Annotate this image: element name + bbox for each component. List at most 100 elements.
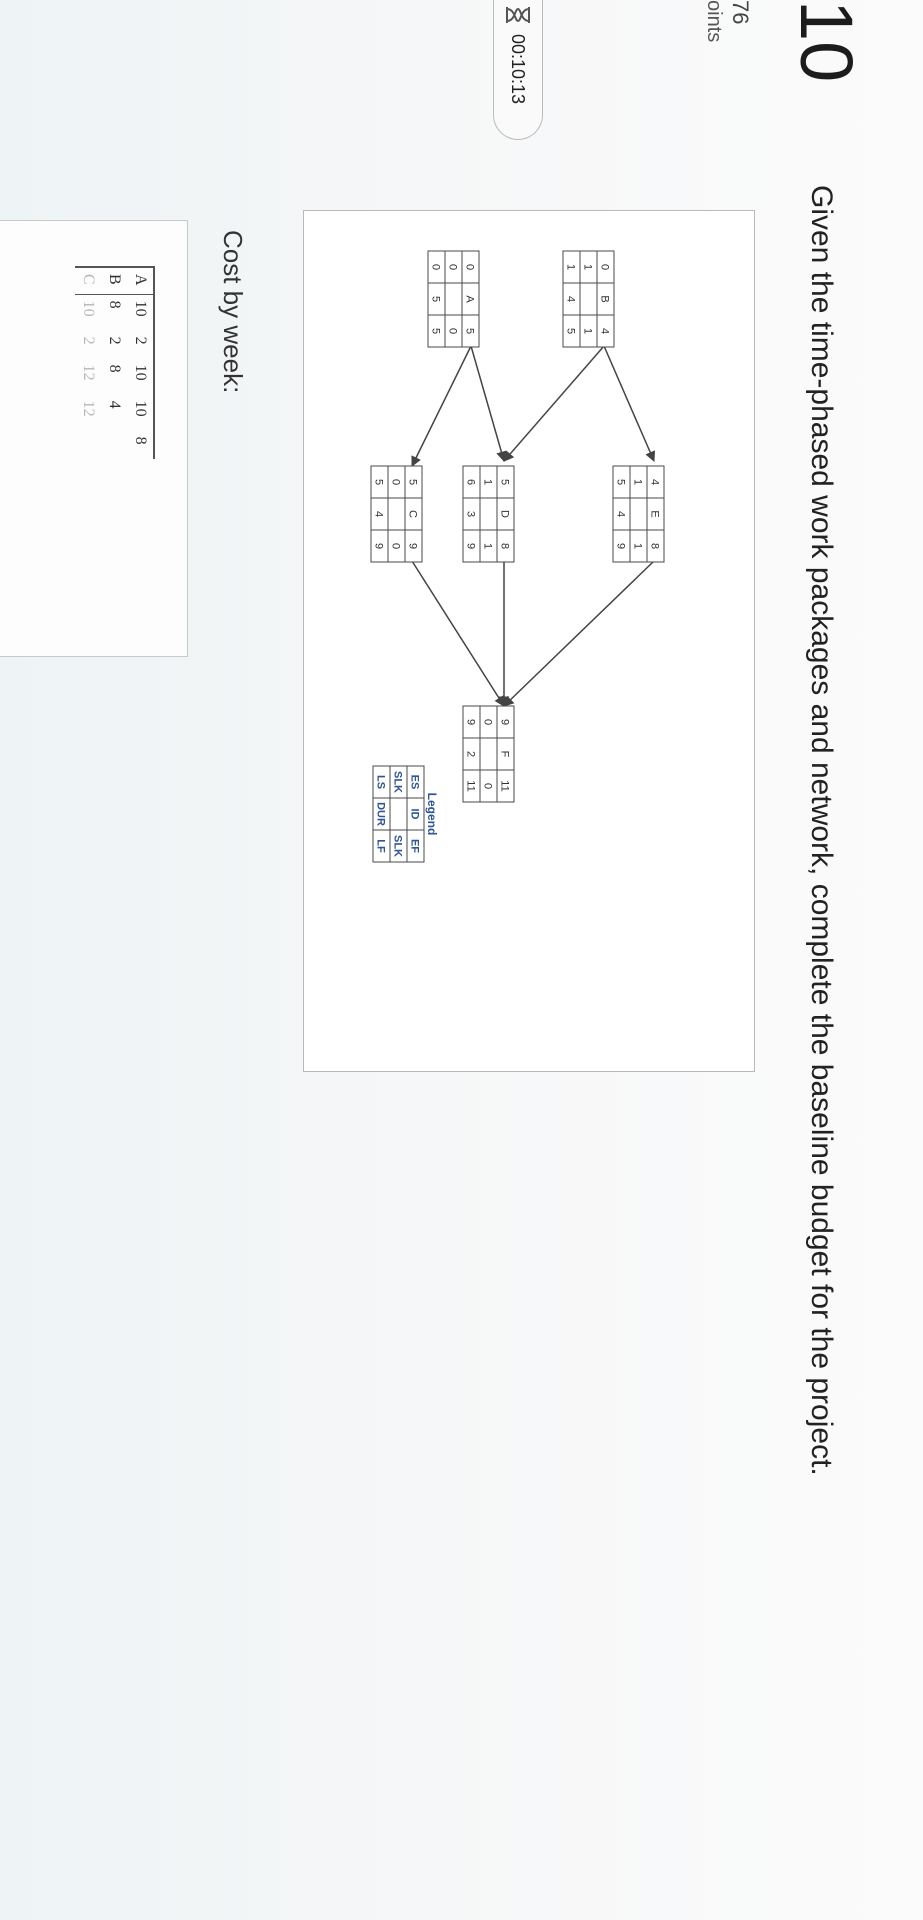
node-value: 0 [430,264,442,270]
cost-cell: B [101,267,127,295]
node-value: 11 [465,780,477,791]
node-cell [462,529,481,563]
node-cell [372,829,391,863]
cost-cell: A [127,267,154,295]
node-value: ID [409,809,421,820]
node-cell [387,497,406,531]
node-cell [479,737,498,771]
cost-cell: 10 [132,364,149,381]
cost-cell: 2 [80,336,97,345]
edge-a-d [470,345,507,463]
node-value: 9 [465,719,477,725]
node-value: 4 [649,479,661,485]
node-value: 4 [599,328,611,334]
node-value: LF [375,839,387,853]
node-value: 1 [632,479,644,485]
cost-cell: 10 [132,400,149,417]
node-cell [562,314,581,348]
node-value: E [649,510,661,517]
points-value: 76 [728,0,753,25]
node-value: ES [409,775,421,790]
node-cell [370,529,389,563]
edge-b-e [603,345,656,462]
node-value: 3 [465,511,477,517]
node-value: 5 [430,296,442,302]
node-value: 2 [465,751,477,757]
node-value: SLK [392,771,404,793]
points-label: oints [703,0,725,43]
hourglass-icon [506,7,530,23]
node-value: 5 [464,328,476,334]
edge-b-d [503,345,605,462]
node-value: F [499,751,511,758]
cost-cell: 8 [106,364,123,373]
node-value: 11 [499,780,511,791]
node-value: B [599,295,611,302]
cost-cell: 12 [80,364,97,381]
node-value: 0 [599,264,611,270]
network-edges [411,345,656,708]
edge-e-f [503,560,655,707]
node-value: 0 [447,328,459,334]
node-value: 1 [582,264,594,270]
node-value: 0 [447,264,459,270]
node-value: 5 [565,328,577,334]
node-value: 9 [615,543,627,549]
node-value: LS [375,775,387,789]
node-value: 9 [373,543,385,549]
cost-table: A 10 2 10 10 8 B 8 2 8 4 C 10 2 12 12 [75,266,155,459]
cost-cell: 4 [106,400,123,409]
node-value: 9 [465,543,477,549]
node-value: C [407,510,419,518]
cost-cell: 8 [106,300,123,309]
timer-badge[interactable]: 00:10:13 [493,0,543,140]
table-row: A 10 2 10 10 8 [127,267,154,459]
node-cell [462,769,481,803]
node-value: 8 [499,543,511,549]
node-cell [479,497,498,531]
edge-a-c [411,345,472,467]
node-value: 1 [632,543,644,549]
question-text: Given the time-phased work packages and … [805,185,838,1476]
node-value: 6 [465,479,477,485]
node-value: SLK [392,835,404,857]
node-value: 1 [565,264,577,270]
cost-cell: 8 [132,436,149,445]
node-value: 1 [582,328,594,334]
legend-title: Legend [425,793,439,836]
edge-c-f [411,560,505,707]
table-row: C 10 2 12 12 [75,267,101,459]
node-cell [427,314,446,348]
cost-cell: 2 [132,336,149,345]
node-value: 9 [499,719,511,725]
node-value: 5 [499,479,511,485]
node-value: 8 [649,543,661,549]
node-value: 4 [565,296,577,302]
cost-cell [101,431,127,459]
node-value: DUR [375,802,387,826]
cost-cell [75,431,101,459]
node-value: 4 [615,511,627,517]
timer-text: 00:10:13 [508,34,529,105]
node-cell [612,529,631,563]
node-cell [444,282,463,316]
node-value: 5 [615,479,627,485]
node-value: 5 [430,328,442,334]
node-value: 0 [482,719,494,725]
table-row: B 8 2 8 4 [101,267,127,459]
node-value: 1 [482,479,494,485]
cost-by-week-label: Cost by week: [218,230,248,394]
network-diagram-canvas: 0A5000550B4111455C9005495D8116394E811549… [370,250,665,863]
node-value: 5 [373,479,385,485]
node-value: A [464,295,476,303]
cost-cell: 12 [80,400,97,417]
node-cell [629,497,648,531]
node-value: D [499,510,511,518]
